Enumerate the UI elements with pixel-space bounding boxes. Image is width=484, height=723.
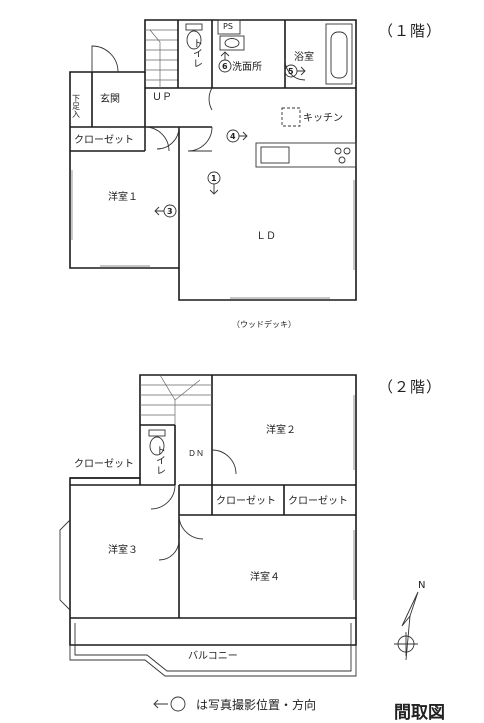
toilet2-label: トイレ bbox=[154, 445, 166, 475]
room-yoshitsu3-label: 洋室３ bbox=[108, 543, 138, 556]
room-yoshitsu2-label: 洋室２ bbox=[266, 423, 296, 436]
wood-deck-label: （ウッドデッキ） bbox=[232, 319, 296, 329]
toilet-fixture-floor1 bbox=[185, 23, 203, 50]
dn-label: ＤＮ bbox=[188, 449, 204, 458]
room-kitchen-label: キッチン bbox=[303, 112, 343, 124]
room-yoshitsu4-label: 洋室４ bbox=[250, 570, 280, 583]
compass-north-label: N bbox=[418, 580, 425, 591]
legend: は写真撮影位置・方向 bbox=[153, 696, 316, 712]
photo-marker-4: 4 bbox=[226, 129, 248, 143]
geta-label: 下足入 bbox=[72, 94, 81, 118]
photo-marker-1: 1 bbox=[207, 171, 221, 195]
closet-a-label: クローゼット bbox=[74, 458, 134, 470]
balcony-label: バルコニー bbox=[188, 650, 238, 662]
room-ld-label: ＬＤ bbox=[256, 231, 276, 242]
ps-label: PS bbox=[223, 22, 233, 31]
floor2-plan bbox=[59, 374, 357, 677]
closet-floor1-label: クローゼット bbox=[74, 134, 134, 146]
closet-b-label: クローゼット bbox=[216, 495, 276, 507]
svg-text:1: 1 bbox=[211, 174, 217, 183]
room-senmenjo-label: 洗面所 bbox=[232, 61, 262, 73]
up-label: ＵＰ bbox=[152, 92, 172, 103]
floor1-plan bbox=[69, 19, 357, 301]
photo-marker-6: 6 bbox=[218, 51, 232, 73]
legend-text: は写真撮影位置・方向 bbox=[196, 697, 316, 712]
svg-text:5: 5 bbox=[288, 67, 294, 76]
kitchen-fixtures bbox=[255, 107, 357, 168]
wash-basin-floor1 bbox=[219, 35, 245, 51]
room-yoshitsu1-label: 洋室１ bbox=[108, 190, 138, 203]
svg-text:6: 6 bbox=[222, 62, 228, 71]
toilet1-label: トイレ bbox=[191, 38, 203, 68]
floor2-label: （２階） bbox=[378, 378, 442, 396]
compass-north-icon: N bbox=[394, 580, 425, 661]
floor1-label: （１階） bbox=[378, 22, 442, 40]
stairs-floor1 bbox=[145, 29, 178, 88]
diagram-title: 間取図 bbox=[394, 703, 445, 723]
bathtub bbox=[325, 23, 353, 85]
svg-text:3: 3 bbox=[167, 207, 173, 216]
svg-text:4: 4 bbox=[230, 132, 236, 141]
photo-marker-3: 3 bbox=[154, 204, 177, 218]
closet-c-label: クローゼット bbox=[288, 495, 348, 507]
photo-marker-5: 5 bbox=[284, 64, 306, 78]
room-yokushitsu-label: 浴室 bbox=[294, 50, 314, 63]
stairs-floor2 bbox=[140, 374, 212, 450]
toilet-fixture-floor2 bbox=[148, 429, 166, 456]
room-genkan-label: 玄関 bbox=[100, 92, 120, 105]
